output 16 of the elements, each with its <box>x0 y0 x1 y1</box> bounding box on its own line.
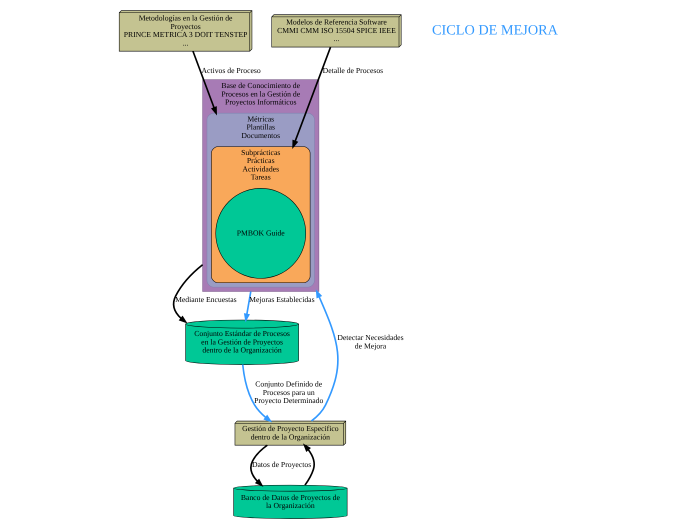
arrow <box>310 289 339 422</box>
arrow <box>292 46 332 149</box>
arrow <box>302 443 315 486</box>
edge-label: Mediante Encuestas <box>175 295 237 304</box>
arrow <box>244 291 252 322</box>
label: CICLO DE MEJORA <box>432 22 558 38</box>
edge-label: Activos de Proceso <box>202 66 261 76</box>
edge-label: Detalle de Procesos <box>322 66 384 76</box>
edge-label: Conjunto Definido de Procesos para un Proyecto Determinado <box>254 380 324 406</box>
arrow <box>250 444 268 487</box>
arrow <box>192 50 217 116</box>
edge-label: Datos de Proyectos <box>252 460 312 470</box>
node-circle: PMBOK Guide <box>215 188 306 279</box>
arrow <box>242 364 272 423</box>
edge-label: Detectar Necesidades de Mejora <box>337 333 404 350</box>
arrow <box>172 264 204 324</box>
